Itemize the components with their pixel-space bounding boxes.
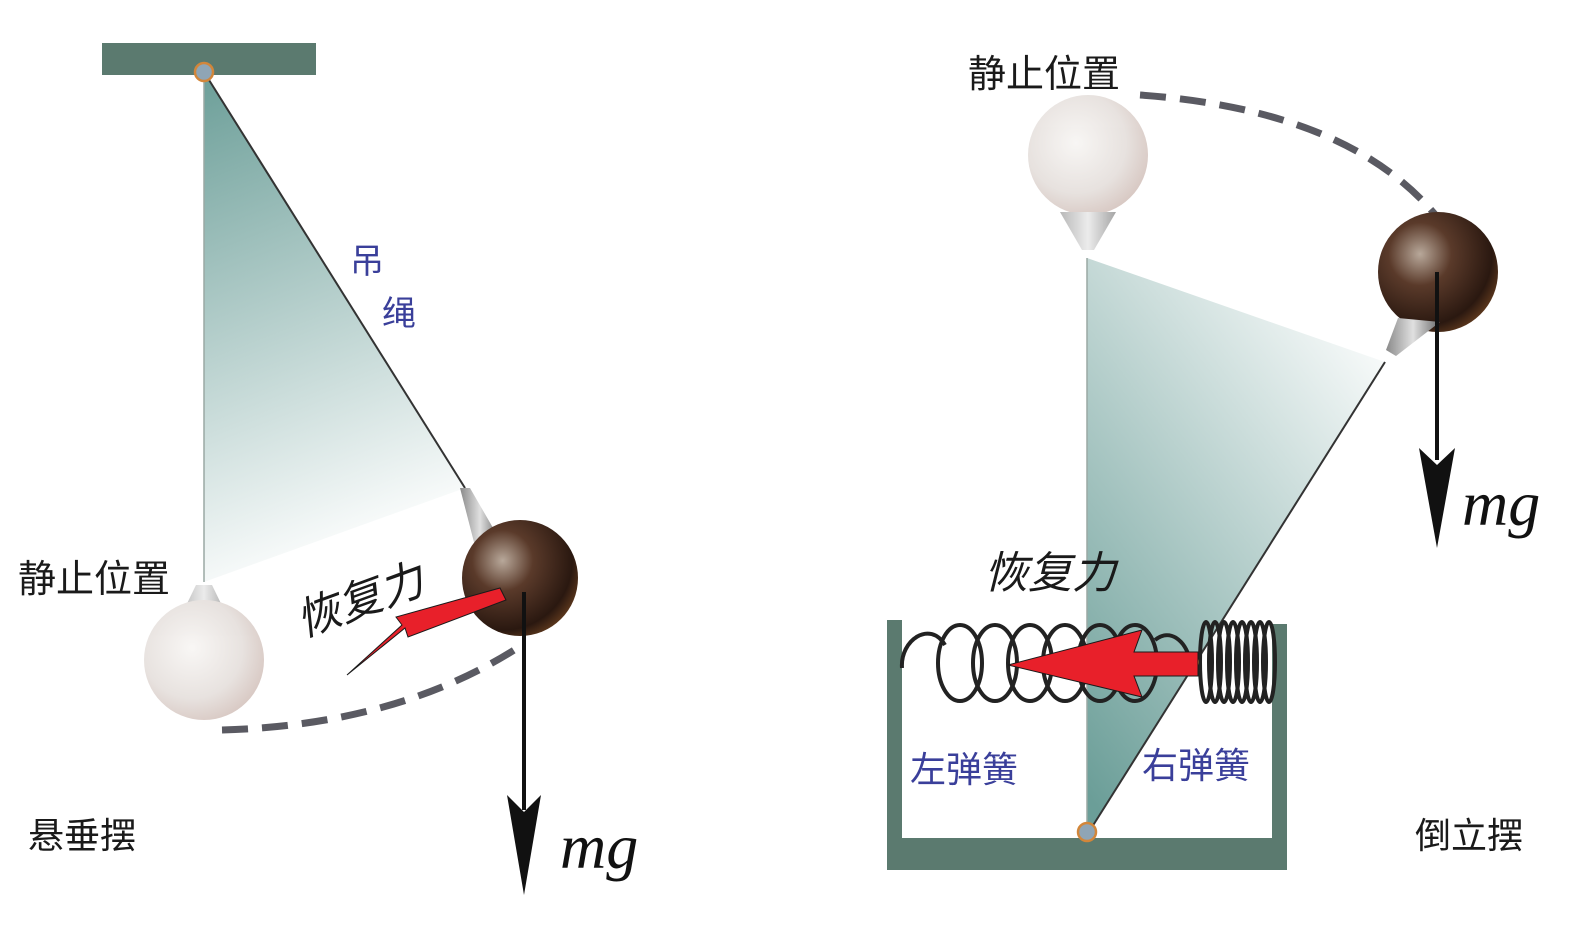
rest-bob bbox=[144, 585, 264, 720]
pivot-point bbox=[193, 61, 215, 83]
right-caption: 倒立摆 bbox=[1415, 816, 1523, 857]
swing-sector-right bbox=[1087, 258, 1385, 835]
right-mg-label: mg bbox=[1462, 468, 1540, 539]
swing-sector bbox=[204, 72, 465, 582]
pivot-point-right bbox=[1076, 821, 1098, 843]
left-rest-label: 静止位置 bbox=[18, 557, 170, 601]
rope-label-1: 吊 bbox=[350, 242, 384, 282]
gravity-arrow-head-right bbox=[1419, 448, 1455, 548]
left-mg-label: mg bbox=[560, 811, 638, 882]
right-spring bbox=[1198, 620, 1277, 704]
restoring-force-arrow bbox=[346, 587, 507, 676]
swing-arc-dashed-right bbox=[1139, 91, 1441, 221]
hanging-rope bbox=[203, 71, 466, 489]
left-caption: 悬垂摆 bbox=[28, 816, 136, 857]
right-restoring-label: 恢复力 bbox=[984, 548, 1119, 599]
right-rest-label: 静止位置 bbox=[968, 52, 1120, 96]
right-spring-label: 右弹簧 bbox=[1142, 746, 1250, 787]
rope-label-2: 绳 bbox=[382, 294, 416, 334]
displaced-bob bbox=[460, 488, 578, 636]
base-box bbox=[887, 620, 1287, 870]
inverted-rod bbox=[1086, 361, 1386, 836]
rest-bob-right bbox=[1028, 95, 1148, 250]
swing-arc-dashed bbox=[221, 642, 524, 734]
right-pendulum: 静止位置 恢复力 mg 左弹簧 右弹簧 倒立摆 bbox=[887, 52, 1540, 870]
left-spring-label: 左弹簧 bbox=[910, 750, 1018, 791]
left-pendulum: 静止位置 吊 绳 恢复力 mg 悬垂摆 bbox=[18, 43, 638, 895]
restoring-force-arrow-right bbox=[1007, 629, 1199, 698]
gravity-arrow-head bbox=[507, 795, 541, 895]
